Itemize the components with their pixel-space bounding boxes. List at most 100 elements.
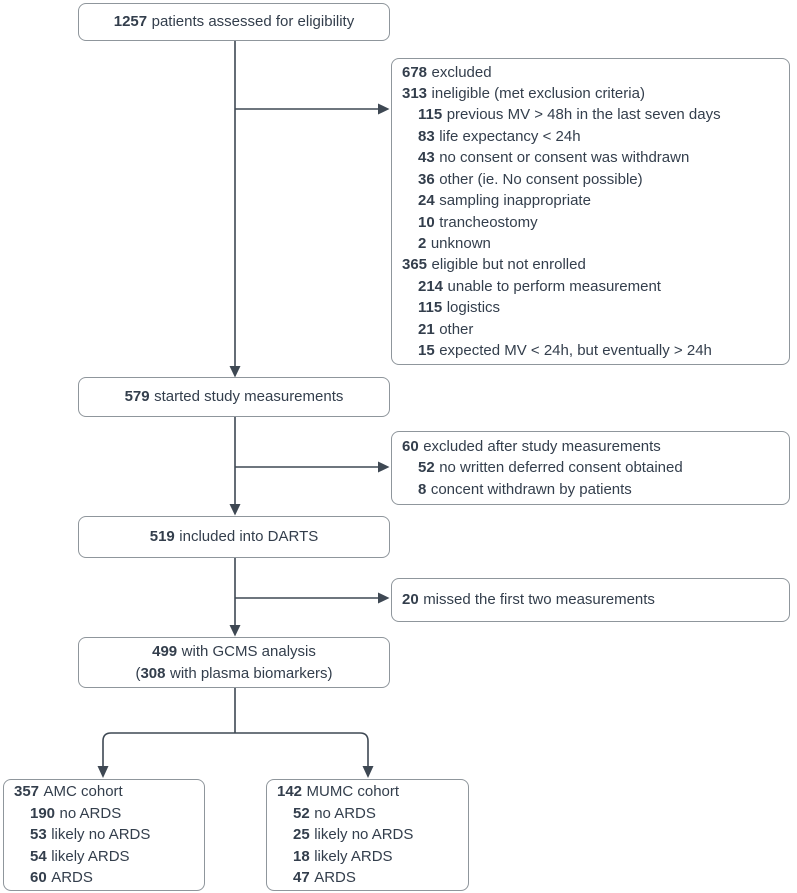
count-value: 8 xyxy=(418,480,427,498)
count-value: 1257 xyxy=(113,13,148,31)
count-value: 25 xyxy=(293,826,310,844)
count-value: 365 xyxy=(402,256,428,274)
count-label: patients assessed for eligibility xyxy=(151,13,355,31)
count-label: unable to perform measurement xyxy=(447,277,661,295)
count-value: 83 xyxy=(418,127,435,145)
count-prefix: ( xyxy=(135,664,141,682)
count-label: excluded after study measurements xyxy=(423,437,661,455)
count-label: life expectancy < 24h xyxy=(439,127,581,145)
count-value: 60 xyxy=(30,869,47,887)
arrowhead-into-excluded-after xyxy=(378,461,390,473)
count-label: with GCMS analysis xyxy=(181,643,316,661)
arrowhead-into-darts xyxy=(229,504,241,516)
count-value: 36 xyxy=(418,170,435,188)
count-label: sampling inappropriate xyxy=(439,192,591,210)
count-label: no ARDS xyxy=(59,804,122,822)
arrowhead-into-gcms xyxy=(229,625,241,637)
count-label: no ARDS xyxy=(314,804,376,822)
count-value: 53 xyxy=(30,826,47,844)
count-label: included into DARTS xyxy=(179,528,319,546)
count-value: 678 xyxy=(402,63,428,81)
count-label: missed the first two measurements xyxy=(423,591,655,609)
count-label: excluded xyxy=(431,63,492,81)
count-value: 214 xyxy=(418,277,444,295)
count-value: 24 xyxy=(418,192,435,210)
arrowhead-into-amc xyxy=(97,766,109,778)
count-label: previous MV > 48h in the last seven days xyxy=(446,106,721,124)
count-label: likely no ARDS xyxy=(314,826,414,844)
count-value: 15 xyxy=(418,341,435,359)
count-label: no consent or consent was withdrawn xyxy=(439,149,690,167)
count-label: no written deferred consent obtained xyxy=(439,459,683,477)
count-value: 519 xyxy=(149,528,175,546)
count-value: 142 xyxy=(277,783,303,801)
count-label: likely ARDS xyxy=(314,847,393,865)
count-label: with plasma biomarkers) xyxy=(169,664,333,682)
count-label: other (ie. No consent possible) xyxy=(439,170,643,188)
count-label: other xyxy=(439,320,474,338)
arrowhead-into-missed xyxy=(378,592,390,604)
count-label: started study measurements xyxy=(154,388,344,406)
count-value: 18 xyxy=(293,847,310,865)
count-value: 54 xyxy=(30,847,47,865)
count-label: MUMC cohort xyxy=(306,783,400,801)
arrowhead-into-mumc xyxy=(362,766,374,778)
count-value: 313 xyxy=(402,85,428,103)
count-value: 52 xyxy=(418,459,435,477)
count-label: ARDS xyxy=(51,869,93,887)
count-label: ineligible (met exclusion criteria) xyxy=(431,85,645,103)
count-label: ARDS xyxy=(314,869,356,887)
count-value: 190 xyxy=(30,804,56,822)
count-value: 499 xyxy=(152,643,178,661)
count-value: 21 xyxy=(418,320,435,338)
arrowhead-into-excluded xyxy=(378,103,390,115)
count-label: likely ARDS xyxy=(51,847,130,865)
count-label: trancheostomy xyxy=(439,213,538,231)
count-value: 308 xyxy=(140,664,166,682)
count-label: unknown xyxy=(430,234,491,252)
count-value: 115 xyxy=(418,299,443,317)
count-value: 2 xyxy=(418,234,427,252)
count-value: 357 xyxy=(14,783,40,801)
count-label: eligible but not enrolled xyxy=(431,256,586,274)
count-value: 20 xyxy=(402,591,419,609)
arrowhead-into-started xyxy=(229,366,241,378)
count-value: 115 xyxy=(418,106,443,124)
count-label: concent withdrawn by patients xyxy=(430,480,632,498)
